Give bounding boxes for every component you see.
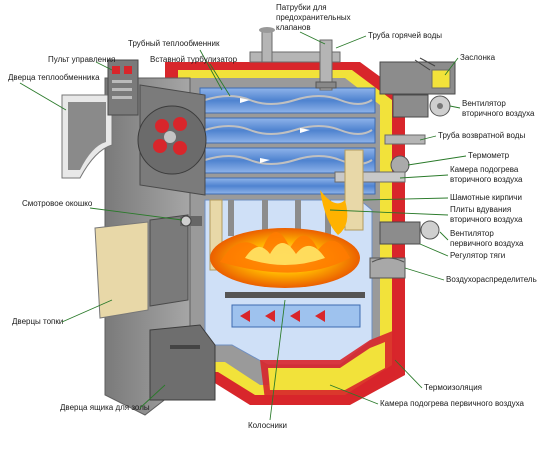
primary-air-chamber (260, 330, 395, 400)
label-return-pipe: Труба возвратной воды (438, 131, 525, 140)
label-damper: Заслонка (460, 53, 496, 62)
label-air-plates-1: Плиты вдувания (450, 205, 511, 214)
label-chamotte: Шамотные кирпичи (450, 193, 522, 202)
label-primary-fan-1: Вентилятор (450, 229, 494, 238)
label-patrubki-3: клапанов (276, 23, 311, 32)
label-hot-water-pipe: Труба горячей воды (368, 31, 442, 40)
label-secondary-chamber-1: Камера подогрева (450, 165, 519, 174)
primary-fan (379, 220, 440, 245)
label-draft-regulator: Регулятор тяги (450, 251, 505, 260)
label-grates: Колосники (248, 421, 287, 430)
ash-door (149, 324, 216, 401)
label-secondary-fan-2: вторичного воздуха (462, 109, 535, 118)
label-sight-glass: Смотровое окошко (22, 199, 93, 208)
label-air-distributor: Воздухораспределитель (446, 275, 537, 284)
label-secondary-chamber-2: вторичного воздуха (450, 175, 523, 184)
label-primary-fan-2: первичного воздуха (450, 239, 524, 248)
label-firebox-doors: Дверцы топки (12, 317, 63, 326)
return-pipe (384, 134, 426, 175)
secondary-fan (392, 94, 451, 118)
secondary-air-chamber (334, 171, 406, 183)
exchanger-door (61, 84, 207, 196)
labels: Патрубки для предохранительных клапанов … (8, 3, 537, 430)
label-turbulizer: Вставной турбулизатор (150, 55, 238, 64)
label-air-plates-2: вторичного воздуха (450, 215, 523, 224)
label-patrubki-1: Патрубки для (276, 3, 327, 12)
top-pipes (249, 27, 341, 91)
sight-glass (180, 215, 202, 227)
label-exchanger-door: Дверца теплообменника (8, 73, 100, 82)
flame (210, 190, 360, 288)
label-secondary-fan-1: Вентилятор (462, 99, 506, 108)
label-thermal-insulation: Термоизоляция (424, 383, 482, 392)
damper (379, 57, 456, 95)
firebox-door (94, 214, 189, 319)
air-distributor (369, 257, 406, 279)
control-panel (107, 59, 139, 116)
label-control-panel: Пульт управления (48, 55, 115, 64)
label-ash-door: Дверца ящика для золы (60, 403, 150, 412)
label-patrubki-2: предохранительных (276, 13, 351, 22)
label-thermometer: Термометр (468, 151, 510, 160)
grate (225, 292, 365, 328)
label-tube-exchanger: Трубный теплообменник (128, 39, 220, 48)
label-primary-chamber: Камера подогрева первичного воздуха (380, 399, 525, 408)
